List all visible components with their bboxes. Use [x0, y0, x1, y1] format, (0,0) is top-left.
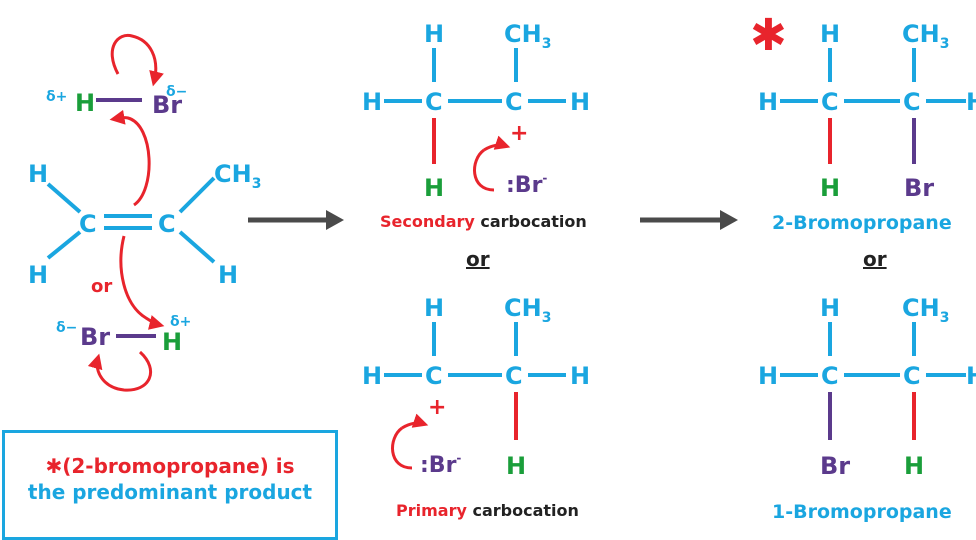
p1-h-left: H — [758, 362, 778, 390]
p2-h-right: H — [966, 88, 976, 116]
bromine-top: Br — [152, 91, 182, 119]
pri-h-left: H — [362, 362, 382, 390]
sec-curved-arrow — [483, 135, 511, 152]
p2-carbon-1: C — [821, 88, 839, 116]
or-right: or — [863, 247, 887, 271]
p1-carbon-2: C — [903, 362, 921, 390]
reaction-arrow-1 — [248, 210, 344, 230]
p2-bromine: Br — [904, 174, 934, 202]
reaction-arrow-2 — [640, 210, 738, 230]
p2-h-top: H — [820, 20, 840, 48]
sec-h-left: H — [362, 88, 382, 116]
propene-h-bottom-left: H — [28, 261, 48, 289]
delta-minus-top: δ− — [166, 84, 187, 100]
p1-bromine: Br — [820, 452, 850, 480]
propene-ch3: CH3 — [214, 160, 261, 192]
p2-carbon-2: C — [903, 88, 921, 116]
bromine-bottom: Br — [80, 323, 110, 351]
p1-h-top: H — [820, 294, 840, 322]
curved-arrow-pi-to-h-top — [109, 109, 151, 207]
note-line-2: the predominant product — [27, 480, 313, 504]
or-middle: or — [466, 247, 490, 271]
primary-carbocation-label: Primary carbocation — [396, 501, 579, 520]
pri-carbon-2: C — [505, 362, 523, 390]
p2-h-left: H — [758, 88, 778, 116]
pri-carbon-1: C — [425, 362, 443, 390]
asterisk-icon: ✱ — [750, 10, 787, 61]
bond-c-h-ul — [46, 182, 82, 214]
pri-ch3: CH3 — [504, 294, 551, 326]
delta-minus-bottom: δ− — [56, 320, 77, 336]
predominant-product-note: ✱(2-bromopropane) is the predominant pro… — [2, 430, 338, 540]
sec-carbon-2: C — [505, 88, 523, 116]
p1-carbon-1: C — [821, 362, 839, 390]
secondary-carbocation: H CH3 H C C H H + :Br- Secondary carboca… — [362, 20, 590, 271]
pri-h-top: H — [424, 294, 444, 322]
reactants: δ+ H Br δ− H H H CH3 C C or δ− Br H δ+ — [28, 33, 261, 392]
mechanism-canvas: δ+ H Br δ− H H H CH3 C C or δ− Br H δ+ — [28, 10, 976, 523]
p1-h-added: H — [904, 452, 924, 480]
note-asterisk-icon: ✱ — [45, 454, 63, 478]
reaction-diagram: δ+ H Br δ− H H H CH3 C C or δ− Br H δ+ — [2, 10, 976, 540]
primary-carbocation: H CH3 H C C H + H :Br- Primary carbocati… — [362, 294, 590, 520]
pri-bromide: :Br- — [420, 451, 461, 478]
propene-carbon-left: C — [79, 210, 97, 238]
propene-h-top-left: H — [28, 160, 48, 188]
propene-h-bottom-right: H — [218, 261, 238, 289]
p2-ch3: CH3 — [902, 20, 949, 52]
product-1-bromopropane: H CH3 H C C H Br H 1-Bromopropane — [758, 294, 976, 523]
sec-h-top: H — [424, 20, 444, 48]
sec-ch3: CH3 — [504, 20, 551, 52]
sec-h-right: H — [570, 88, 590, 116]
curved-arrow-pi-to-h-bottom — [119, 235, 165, 330]
product-2-bromopropane: ✱ H CH3 H C C H H Br 2-Bromopropane or — [750, 10, 976, 271]
or-left: or — [91, 276, 112, 297]
curved-arrow-hbr-top — [110, 33, 164, 87]
sec-bromide: :Br- — [506, 171, 547, 198]
delta-plus-bottom: δ+ — [170, 314, 191, 330]
sec-plus-charge: + — [510, 121, 528, 146]
pri-curved-arrow — [401, 413, 429, 430]
hydrogen-bottom: H — [162, 328, 182, 356]
bond-c-ch3 — [178, 176, 216, 214]
p1-h-right: H — [966, 362, 976, 390]
sec-h-added: H — [424, 174, 444, 202]
product-2-label: 2-Bromopropane — [772, 212, 952, 234]
bond-c-h-ll — [46, 230, 82, 260]
note-line-1: ✱(2-bromopropane) is — [5, 453, 335, 479]
pri-h-right: H — [570, 362, 590, 390]
bond-c-h-lr — [178, 230, 216, 264]
pri-plus-charge: + — [428, 395, 446, 420]
delta-plus-top: δ+ — [46, 89, 67, 105]
note-line-1-text: (2-bromopropane) is — [62, 454, 295, 478]
product-1-label: 1-Bromopropane — [772, 501, 952, 523]
hydrogen-top: H — [75, 89, 95, 117]
p1-ch3: CH3 — [902, 294, 949, 326]
secondary-carbocation-label: Secondary carbocation — [380, 212, 587, 231]
curved-arrow-hbr-bottom — [87, 350, 153, 392]
sec-carbon-1: C — [425, 88, 443, 116]
p2-h-added: H — [820, 174, 840, 202]
propene-carbon-right: C — [158, 210, 176, 238]
pri-h-added: H — [506, 452, 526, 480]
